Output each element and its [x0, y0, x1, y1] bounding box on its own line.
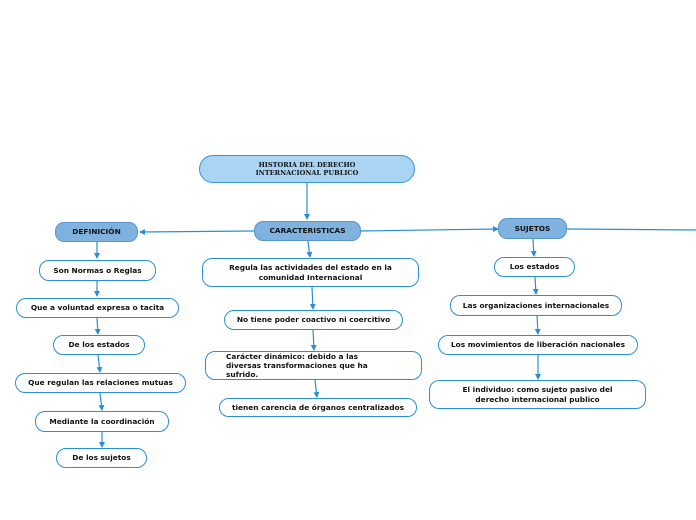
definicion-item[interactable]: Son Normas o Reglas	[39, 260, 156, 281]
edge-caracteristicas-sujetos	[360, 226, 499, 233]
sujetos-item[interactable]: Las organizaciones internacionales	[450, 295, 622, 316]
definicion-item[interactable]: De los estados	[53, 335, 145, 355]
caracteristicas-item[interactable]: Regula las actividades del estado en la …	[202, 258, 419, 287]
sujetos-item-label: El individuo: como sujeto pasivo del der…	[462, 385, 613, 404]
definicion-item-label: Mediante la coordinación	[49, 416, 155, 426]
edge-suj-1	[530, 238, 537, 257]
definicion-item-label: Que a voluntad expresa o tacita	[30, 303, 165, 313]
branch-definicion[interactable]: DEFINICIÓN	[55, 222, 138, 242]
definicion-item-label: Que regulan las relaciones mutuas	[28, 378, 173, 388]
sujetos-item[interactable]: Los movimientos de liberación nacionales	[438, 335, 638, 355]
sujetos-item[interactable]: El individuo: como sujeto pasivo del der…	[429, 380, 646, 409]
caracteristicas-item[interactable]: tienen carencia de órganos centralizados	[219, 398, 417, 417]
edge-car-4	[313, 379, 320, 398]
sujetos-item-label: Los movimientos de liberación nacionales	[450, 340, 626, 350]
edge-car-1	[306, 240, 313, 258]
sujetos-item-label: Las organizaciones internacionales	[462, 300, 610, 310]
branch-caracteristicas[interactable]: CARACTERISTICAS	[254, 221, 361, 241]
branch-caracteristicas-label: CARACTERISTICAS	[269, 226, 346, 236]
sujetos-item[interactable]: Los estados	[494, 257, 575, 277]
edge-def-4	[96, 354, 103, 373]
edge-def-3	[94, 317, 101, 335]
definicion-item-label: Son Normas o Reglas	[53, 265, 142, 275]
sujetos-item-label: Los estados	[509, 262, 560, 272]
branch-sujetos-label: SUJETOS	[514, 223, 551, 233]
branch-definicion-label: DEFINICIÓN	[72, 227, 121, 237]
caracteristicas-item[interactable]: No tiene poder coactivo ni coercitivo	[224, 310, 403, 330]
caracteristicas-item-label: tienen carencia de órganos centralizados	[231, 402, 405, 412]
definicion-item-label: De los sujetos	[72, 453, 131, 463]
caracteristicas-item-label: No tiene poder coactivo ni coercitivo	[236, 315, 391, 325]
edge-suj-3	[534, 315, 541, 335]
caracteristicas-item[interactable]: Carácter dinámico: debido a las diversas…	[205, 351, 422, 380]
edge-suj-2	[532, 276, 539, 295]
edge-caracteristicas-definicion	[139, 228, 255, 235]
root-node[interactable]: HISTORIA DEL DERECHO INTERNACIONAL PUBLI…	[199, 155, 415, 183]
definicion-item-label: De los estados	[68, 340, 130, 350]
definicion-item[interactable]: Que regulan las relaciones mutuas	[15, 373, 186, 393]
caracteristicas-item-label: Regula las actividades del estado en la …	[229, 263, 392, 282]
edge-def-5	[98, 392, 105, 411]
edge-car-3	[310, 329, 317, 351]
caracteristicas-item-label: Carácter dinámico: debido a las diversas…	[226, 351, 368, 380]
definicion-item[interactable]: Mediante la coordinación	[35, 411, 169, 432]
edge-car-2	[309, 286, 316, 310]
root-label: HISTORIA DEL DERECHO INTERNACIONAL PUBLI…	[255, 160, 359, 177]
edge-sujetos-right	[566, 228, 696, 231]
definicion-item[interactable]: Que a voluntad expresa o tacita	[16, 298, 179, 318]
branch-sujetos[interactable]: SUJETOS	[498, 218, 567, 239]
definicion-item[interactable]: De los sujetos	[56, 448, 147, 468]
